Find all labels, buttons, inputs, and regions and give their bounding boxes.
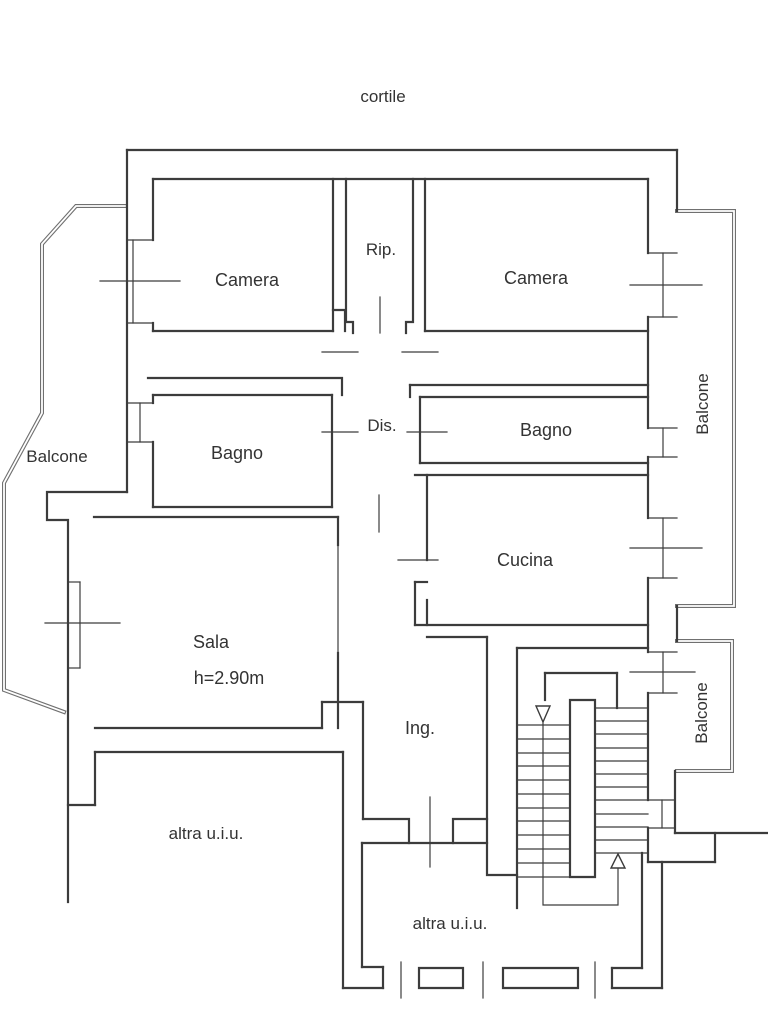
stairs-down-arrow: [534, 705, 552, 724]
thin-line: [542, 721, 619, 906]
wall-segment: [361, 817, 411, 845]
label-cucina: Cucina: [497, 550, 554, 570]
wall-segment: [146, 376, 344, 397]
stairs-up-arrow: [609, 852, 627, 869]
balcony-outline-inner: [3, 205, 126, 714]
label-altra-uiu-bottom: altra u.i.u.: [413, 914, 488, 933]
label-sala: Sala: [193, 632, 230, 652]
label-rip: Rip.: [366, 240, 396, 259]
wall-segment: [451, 817, 489, 845]
wall-segment: [568, 698, 597, 879]
wall-segment: [485, 635, 519, 877]
label-balcone-lower: Balcone: [692, 682, 711, 743]
balcony-outline-inner: [676, 210, 735, 607]
label-bagno-right: Bagno: [520, 420, 572, 440]
label-camera-left: Camera: [215, 270, 280, 290]
wall-segment: [501, 966, 580, 990]
label-balcone-right: Balcone: [693, 373, 712, 434]
label-balcone-left: Balcone: [26, 447, 87, 466]
label-ing: Ing.: [405, 718, 435, 738]
label-sala-height: h=2.90m: [194, 668, 265, 688]
wall-segment: [344, 177, 355, 335]
wall-segment: [45, 490, 129, 904]
label-cortile: cortile: [360, 87, 405, 106]
wall-segment: [331, 308, 347, 333]
label-bagno-left: Bagno: [211, 443, 263, 463]
label-dis: Dis.: [367, 416, 396, 435]
balcony-outline-inner: [676, 640, 733, 772]
label-altra-uiu-left: altra u.i.u.: [169, 824, 244, 843]
label-camera-right: Camera: [504, 268, 569, 288]
wall-segment: [404, 177, 415, 335]
wall-segment: [417, 966, 465, 990]
